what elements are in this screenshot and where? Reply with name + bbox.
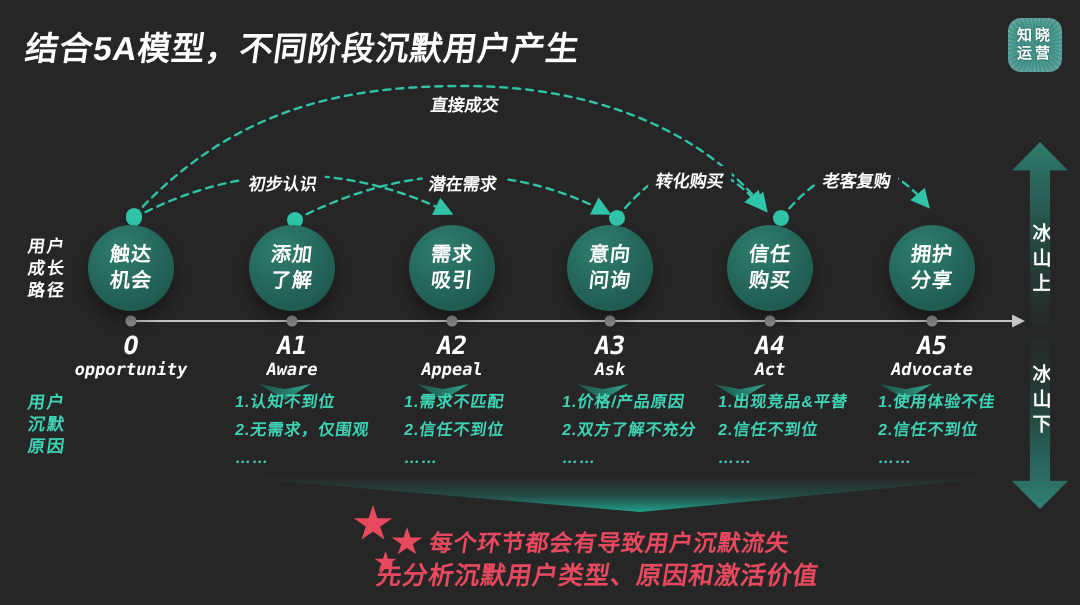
arc-potential-need bbox=[287, 174, 612, 228]
stage-name-a4: Act bbox=[752, 360, 788, 380]
stage-name-a5: Advocate bbox=[889, 360, 975, 380]
stage-code-a3: A3 bbox=[592, 331, 628, 360]
stage-name-a2: Appeal bbox=[419, 360, 485, 380]
label-silent-reason-l3: 原因 bbox=[26, 437, 68, 456]
arc-label-repeat-buy: 老客复购 bbox=[814, 166, 900, 193]
brand-logo-line1: 知晓 bbox=[1016, 27, 1053, 44]
label-growth-path-l3: 路径 bbox=[26, 281, 68, 300]
silent-reasons-a2: 1.需求不匹配 2.信任不到位 …… bbox=[402, 394, 506, 467]
arc-direct-deal bbox=[126, 84, 768, 224]
label-silent-reason-l2: 沉默 bbox=[26, 415, 68, 434]
timeline bbox=[125, 314, 1025, 328]
stage-circle-a4: 信任购买 bbox=[727, 225, 813, 311]
stage-circle-a5: 拥护分享 bbox=[889, 225, 975, 311]
arc-label-potential-need: 潜在需求 bbox=[420, 169, 506, 196]
stage-circle-o: 触达机会 bbox=[88, 225, 174, 311]
funnel-wedge bbox=[233, 477, 1003, 512]
stage-circle-a2: 需求吸引 bbox=[409, 225, 495, 311]
silent-reasons-a5: 1.使用体验不佳 2.信任不到位 …… bbox=[876, 394, 997, 467]
stage-code-a2: A2 bbox=[434, 331, 470, 360]
stage-name-o: opportunity bbox=[72, 360, 190, 380]
timeline-arrowhead bbox=[1012, 314, 1025, 328]
stage-circle-a1: 添加了解 bbox=[249, 225, 335, 311]
label-silent-reason: 用户 沉默 原因 bbox=[26, 392, 68, 458]
page-title: 结合5A模型，不同阶段沉默用户产生 bbox=[23, 30, 583, 67]
stage-name-a1: Aware bbox=[264, 360, 320, 380]
brand-logo-line2: 运营 bbox=[1016, 45, 1053, 62]
stage-code-a1: A1 bbox=[274, 331, 310, 360]
iceberg-below-label: 冰山下 bbox=[1029, 363, 1051, 439]
arc-label-initial-know: 初步认识 bbox=[240, 169, 326, 196]
silent-reasons-a3: 1.价格/产品原因 2.双方了解不充分 …… bbox=[560, 394, 698, 467]
iceberg-above-label: 冰山上 bbox=[1029, 222, 1051, 298]
footer-warning-line2: 先分析沉默用户类型、原因和激活价值 bbox=[374, 562, 821, 590]
arc-label-direct-deal: 直接成交 bbox=[422, 90, 508, 117]
stage-code-a5: A5 bbox=[914, 331, 950, 360]
stage-code-a4: A4 bbox=[752, 331, 788, 360]
label-growth-path-l1: 用户 bbox=[26, 237, 68, 256]
footer-warning-line1: 每个环节都会有导致用户沉默流失 bbox=[427, 530, 792, 556]
silent-reasons-a1: 1.认知不到位 2.无需求，仅围观 …… bbox=[233, 394, 371, 467]
label-growth-path: 用户 成长 路径 bbox=[26, 236, 68, 302]
stage-circle-a3: 意向问询 bbox=[567, 225, 653, 311]
label-silent-reason-l1: 用户 bbox=[26, 393, 68, 412]
arc-label-convert-buy: 转化购买 bbox=[647, 166, 733, 193]
stage-name-a3: Ask bbox=[592, 360, 628, 380]
brand-logo: 知晓 运营 bbox=[1008, 18, 1062, 72]
label-growth-path-l2: 成长 bbox=[26, 259, 68, 278]
silent-reasons-a4: 1.出现竞品&平替 2.信任不到位 …… bbox=[716, 394, 850, 467]
